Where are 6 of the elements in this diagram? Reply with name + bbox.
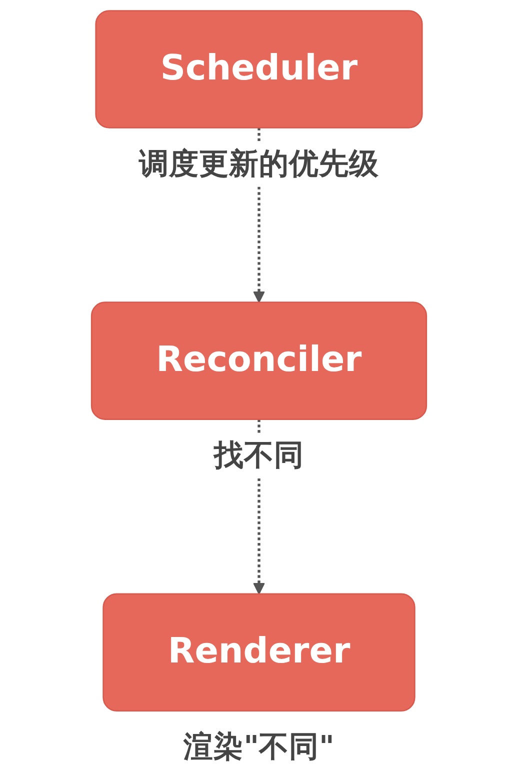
node-box: Renderer [102, 593, 416, 712]
node-caption: 渲染"不同" [184, 730, 334, 764]
node-box: Reconciler [90, 302, 428, 420]
node-box: Scheduler [95, 10, 423, 128]
node-caption: 调度更新的优先级 [139, 146, 379, 180]
node-caption: 找不同 [214, 438, 304, 472]
